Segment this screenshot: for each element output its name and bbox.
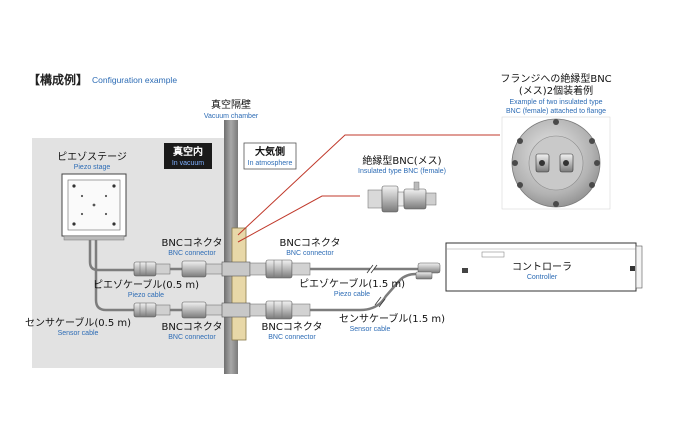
sensor-cable-vac-label-en: Sensor cable xyxy=(58,330,99,337)
insulated-bnc-label-en: Insulated type BNC (female) xyxy=(358,168,446,175)
feedthrough-bnc-bottom xyxy=(221,302,251,318)
insulated-bnc-leader-line xyxy=(237,195,360,243)
bnc-connector-atm-top-label-en: BNC connector xyxy=(286,250,334,257)
controller-label-jp: コントローラ xyxy=(512,261,572,273)
in-vacuum-label-jp: 真空内 xyxy=(173,145,203,158)
piezo-cable-vac-line xyxy=(88,240,134,272)
flange-label-jp-line2: (メス)2個装着例 xyxy=(519,84,593,97)
bnc-connector-atm-top xyxy=(249,259,311,279)
flange-leader-line xyxy=(237,134,500,236)
feedthrough-plate xyxy=(231,227,247,341)
bnc-connector-atm-bottom xyxy=(249,300,311,320)
piezo-stage-label-en: Piezo stage xyxy=(74,164,111,171)
piezo-stage-label-jp: ピエゾステージ xyxy=(57,151,127,163)
bnc-connector-vac-top-label-en: BNC connector xyxy=(168,250,216,257)
flange-label-jp-line1: フランジへの絶縁型BNC xyxy=(500,72,611,85)
sensor-cable-atm-label-en: Sensor cable xyxy=(350,326,391,333)
insulated-bnc-photo xyxy=(360,178,444,218)
bnc-connector-atm-bottom-label-jp: BNCコネクタ xyxy=(262,321,323,333)
piezo-cable-vac-label-en: Piezo cable xyxy=(128,292,164,299)
insulated-bnc-label-jp: 絶縁型BNC(メス) xyxy=(362,154,441,167)
feedthrough-bnc-top xyxy=(221,261,251,277)
chamber-wall-label-jp: 真空隔壁 xyxy=(211,98,251,111)
bnc-connector-vac-bottom-label-en: BNC connector xyxy=(168,334,216,341)
bnc-connector-vac-top-label-jp: BNCコネクタ xyxy=(162,237,223,249)
sensor-cable-vac-line xyxy=(94,240,134,312)
bnc-connector-vac-top xyxy=(133,260,225,278)
controller-unit xyxy=(445,242,643,292)
controller-plug-piezo xyxy=(417,262,441,274)
chamber-wall-label-en: Vacuum chamber xyxy=(204,113,259,120)
bnc-connector-atm-top-label-jp: BNCコネクタ xyxy=(280,237,341,249)
piezo-cable-vac-label-jp: ピエゾケーブル(0.5 m) xyxy=(93,278,199,291)
in-atmosphere-label-jp: 大気側 xyxy=(255,145,285,158)
header-title-en: Configuration example xyxy=(92,75,177,85)
controller-label-en: Controller xyxy=(527,274,558,281)
in-atmosphere-box xyxy=(243,142,297,170)
bnc-connector-atm-bottom-label-en: BNC connector xyxy=(268,334,316,341)
piezo-cable-atm-label-en: Piezo cable xyxy=(334,291,370,298)
flange-label-en-line2: BNC (female) attached to flange xyxy=(506,108,606,115)
header-title-jp: 【構成例】 xyxy=(28,72,88,87)
bnc-connector-vac-bottom-label-jp: BNCコネクタ xyxy=(162,321,223,333)
flange-photo xyxy=(501,116,611,210)
controller-plug-sensor xyxy=(415,271,433,280)
sensor-cable-atm-label-jp: センサケーブル(1.5 m) xyxy=(339,312,445,325)
flange-label-en-line1: Example of two insulated type xyxy=(510,99,603,106)
piezo-cable-atm-label-jp: ピエゾケーブル(1.5 m) xyxy=(299,277,405,290)
bnc-connector-vac-bottom xyxy=(133,301,225,319)
in-vacuum-box xyxy=(164,143,212,169)
sensor-cable-atm-line xyxy=(310,272,417,312)
in-atmosphere-label-en: In atmosphere xyxy=(248,160,293,167)
sensor-cable-vac-label-jp: センサケーブル(0.5 m) xyxy=(25,316,131,329)
in-vacuum-label-en: In vacuum xyxy=(172,160,204,167)
piezo-stage xyxy=(61,173,127,241)
